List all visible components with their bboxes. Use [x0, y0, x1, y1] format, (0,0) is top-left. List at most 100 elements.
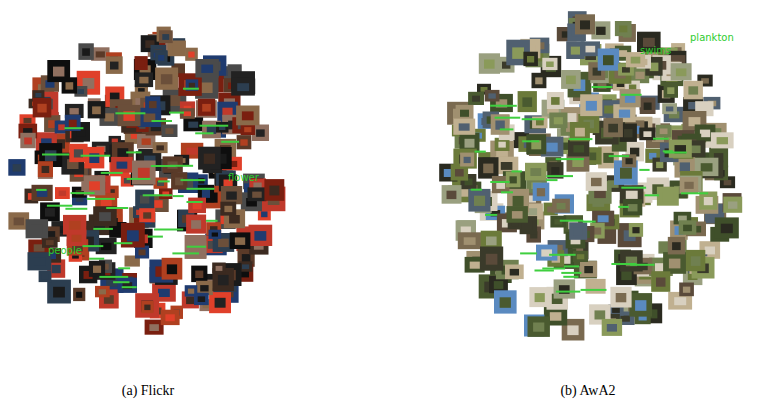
image-thumbnail [679, 220, 697, 235]
image-thumbnail [39, 270, 52, 282]
image-thumbnail [507, 206, 528, 223]
word-trace [609, 155, 630, 157]
thumbnail-detail [676, 68, 687, 76]
image-thumbnail [248, 187, 267, 201]
thumbnail-detail [500, 297, 511, 308]
image-thumbnail [453, 149, 476, 169]
thumbnail-detail [612, 308, 620, 313]
thumbnail-detail [484, 60, 495, 69]
word-trace [549, 254, 576, 256]
thumbnail-detail [700, 130, 710, 138]
word-trace [556, 158, 584, 160]
thumbnail-detail [201, 83, 213, 94]
thumbnail-detail [112, 139, 118, 143]
thumbnail-detail [551, 167, 559, 174]
word-trace [195, 132, 213, 134]
thumbnail-detail [530, 168, 541, 176]
image-thumbnail [640, 98, 656, 115]
word-trace [106, 207, 128, 209]
thumbnail-detail [571, 47, 580, 55]
image-thumbnail [157, 27, 171, 42]
image-thumbnail [686, 250, 705, 271]
image-thumbnail [47, 60, 70, 82]
word-trace [127, 178, 151, 180]
image-thumbnail [610, 287, 631, 308]
thumbnail-detail [202, 104, 211, 112]
word-trace [115, 112, 145, 114]
thumbnail-detail [167, 264, 177, 274]
image-thumbnail [529, 287, 550, 307]
thumbnail-detail [672, 242, 681, 250]
image-thumbnail [73, 288, 85, 301]
thumbnail-detail [656, 278, 666, 287]
image-thumbnail [573, 251, 588, 262]
thumbnail-detail [195, 271, 203, 278]
image-thumbnail [485, 90, 500, 102]
image-thumbnail [671, 63, 692, 80]
thumbnail-detail [573, 145, 584, 152]
thumbnail-detail [674, 297, 686, 305]
thumbnail-detail [625, 95, 636, 103]
thumbnail-detail [470, 262, 480, 269]
thumbnail-detail [691, 256, 701, 266]
thumbnail-detail [78, 89, 84, 94]
thumbnail-detail [35, 93, 41, 97]
thumbnail-detail [498, 142, 505, 148]
image-thumbnail [155, 51, 167, 64]
image-thumbnail [460, 153, 474, 167]
word-trace [475, 151, 486, 153]
image-thumbnail [620, 250, 643, 271]
thumbnail-detail [261, 211, 267, 217]
word-trace [490, 181, 509, 183]
image-thumbnail [680, 177, 699, 193]
thumbnail-detail [512, 211, 523, 219]
image-thumbnail [159, 30, 173, 43]
thumbnail-detail [110, 62, 119, 70]
image-thumbnail [575, 14, 595, 34]
thumbnail-detail [143, 212, 151, 218]
image-thumbnail [684, 81, 703, 100]
thumbnail-detail [586, 101, 597, 111]
thumbnail-detail [188, 52, 194, 58]
thumbnail-detail [621, 271, 631, 280]
image-thumbnail [185, 48, 198, 61]
thumbnail-detail [240, 139, 247, 145]
thumbnail-detail [666, 107, 673, 112]
thumbnail-detail [99, 289, 106, 294]
word-trace [187, 188, 215, 190]
image-thumbnail [547, 92, 564, 109]
word-trace [471, 189, 482, 191]
thumbnail-detail [536, 120, 544, 125]
thumbnail-detail [188, 122, 198, 128]
thumbnail-detail [69, 221, 81, 230]
image-thumbnail [77, 71, 100, 95]
image-thumbnail [84, 147, 104, 169]
image-thumbnail [20, 133, 35, 148]
image-thumbnail [478, 157, 498, 178]
image-thumbnail [620, 89, 641, 107]
class-word: flower [228, 173, 259, 183]
word-trace [592, 86, 613, 88]
thumbnail-detail [598, 215, 609, 222]
image-thumbnail [55, 187, 70, 199]
thumbnail-detail [594, 228, 601, 235]
word-trace [81, 155, 111, 157]
image-thumbnail [78, 43, 93, 60]
thumbnail-detail [522, 97, 532, 107]
word-trace [621, 187, 646, 189]
image-thumbnail [209, 230, 222, 239]
word-trace [65, 208, 87, 210]
image-thumbnail [679, 283, 694, 297]
thumbnail-detail [142, 138, 151, 145]
thumbnail-detail [660, 129, 668, 135]
thumbnail-detail [464, 157, 471, 163]
thumbnail-detail [474, 196, 485, 206]
word-trace [152, 120, 173, 122]
word-trace [681, 192, 708, 194]
thumbnail-detail [24, 138, 32, 145]
image-thumbnail [580, 261, 597, 277]
thumbnail-detail [472, 96, 480, 102]
word-trace [173, 195, 184, 197]
thumbnail-detail [619, 50, 627, 57]
